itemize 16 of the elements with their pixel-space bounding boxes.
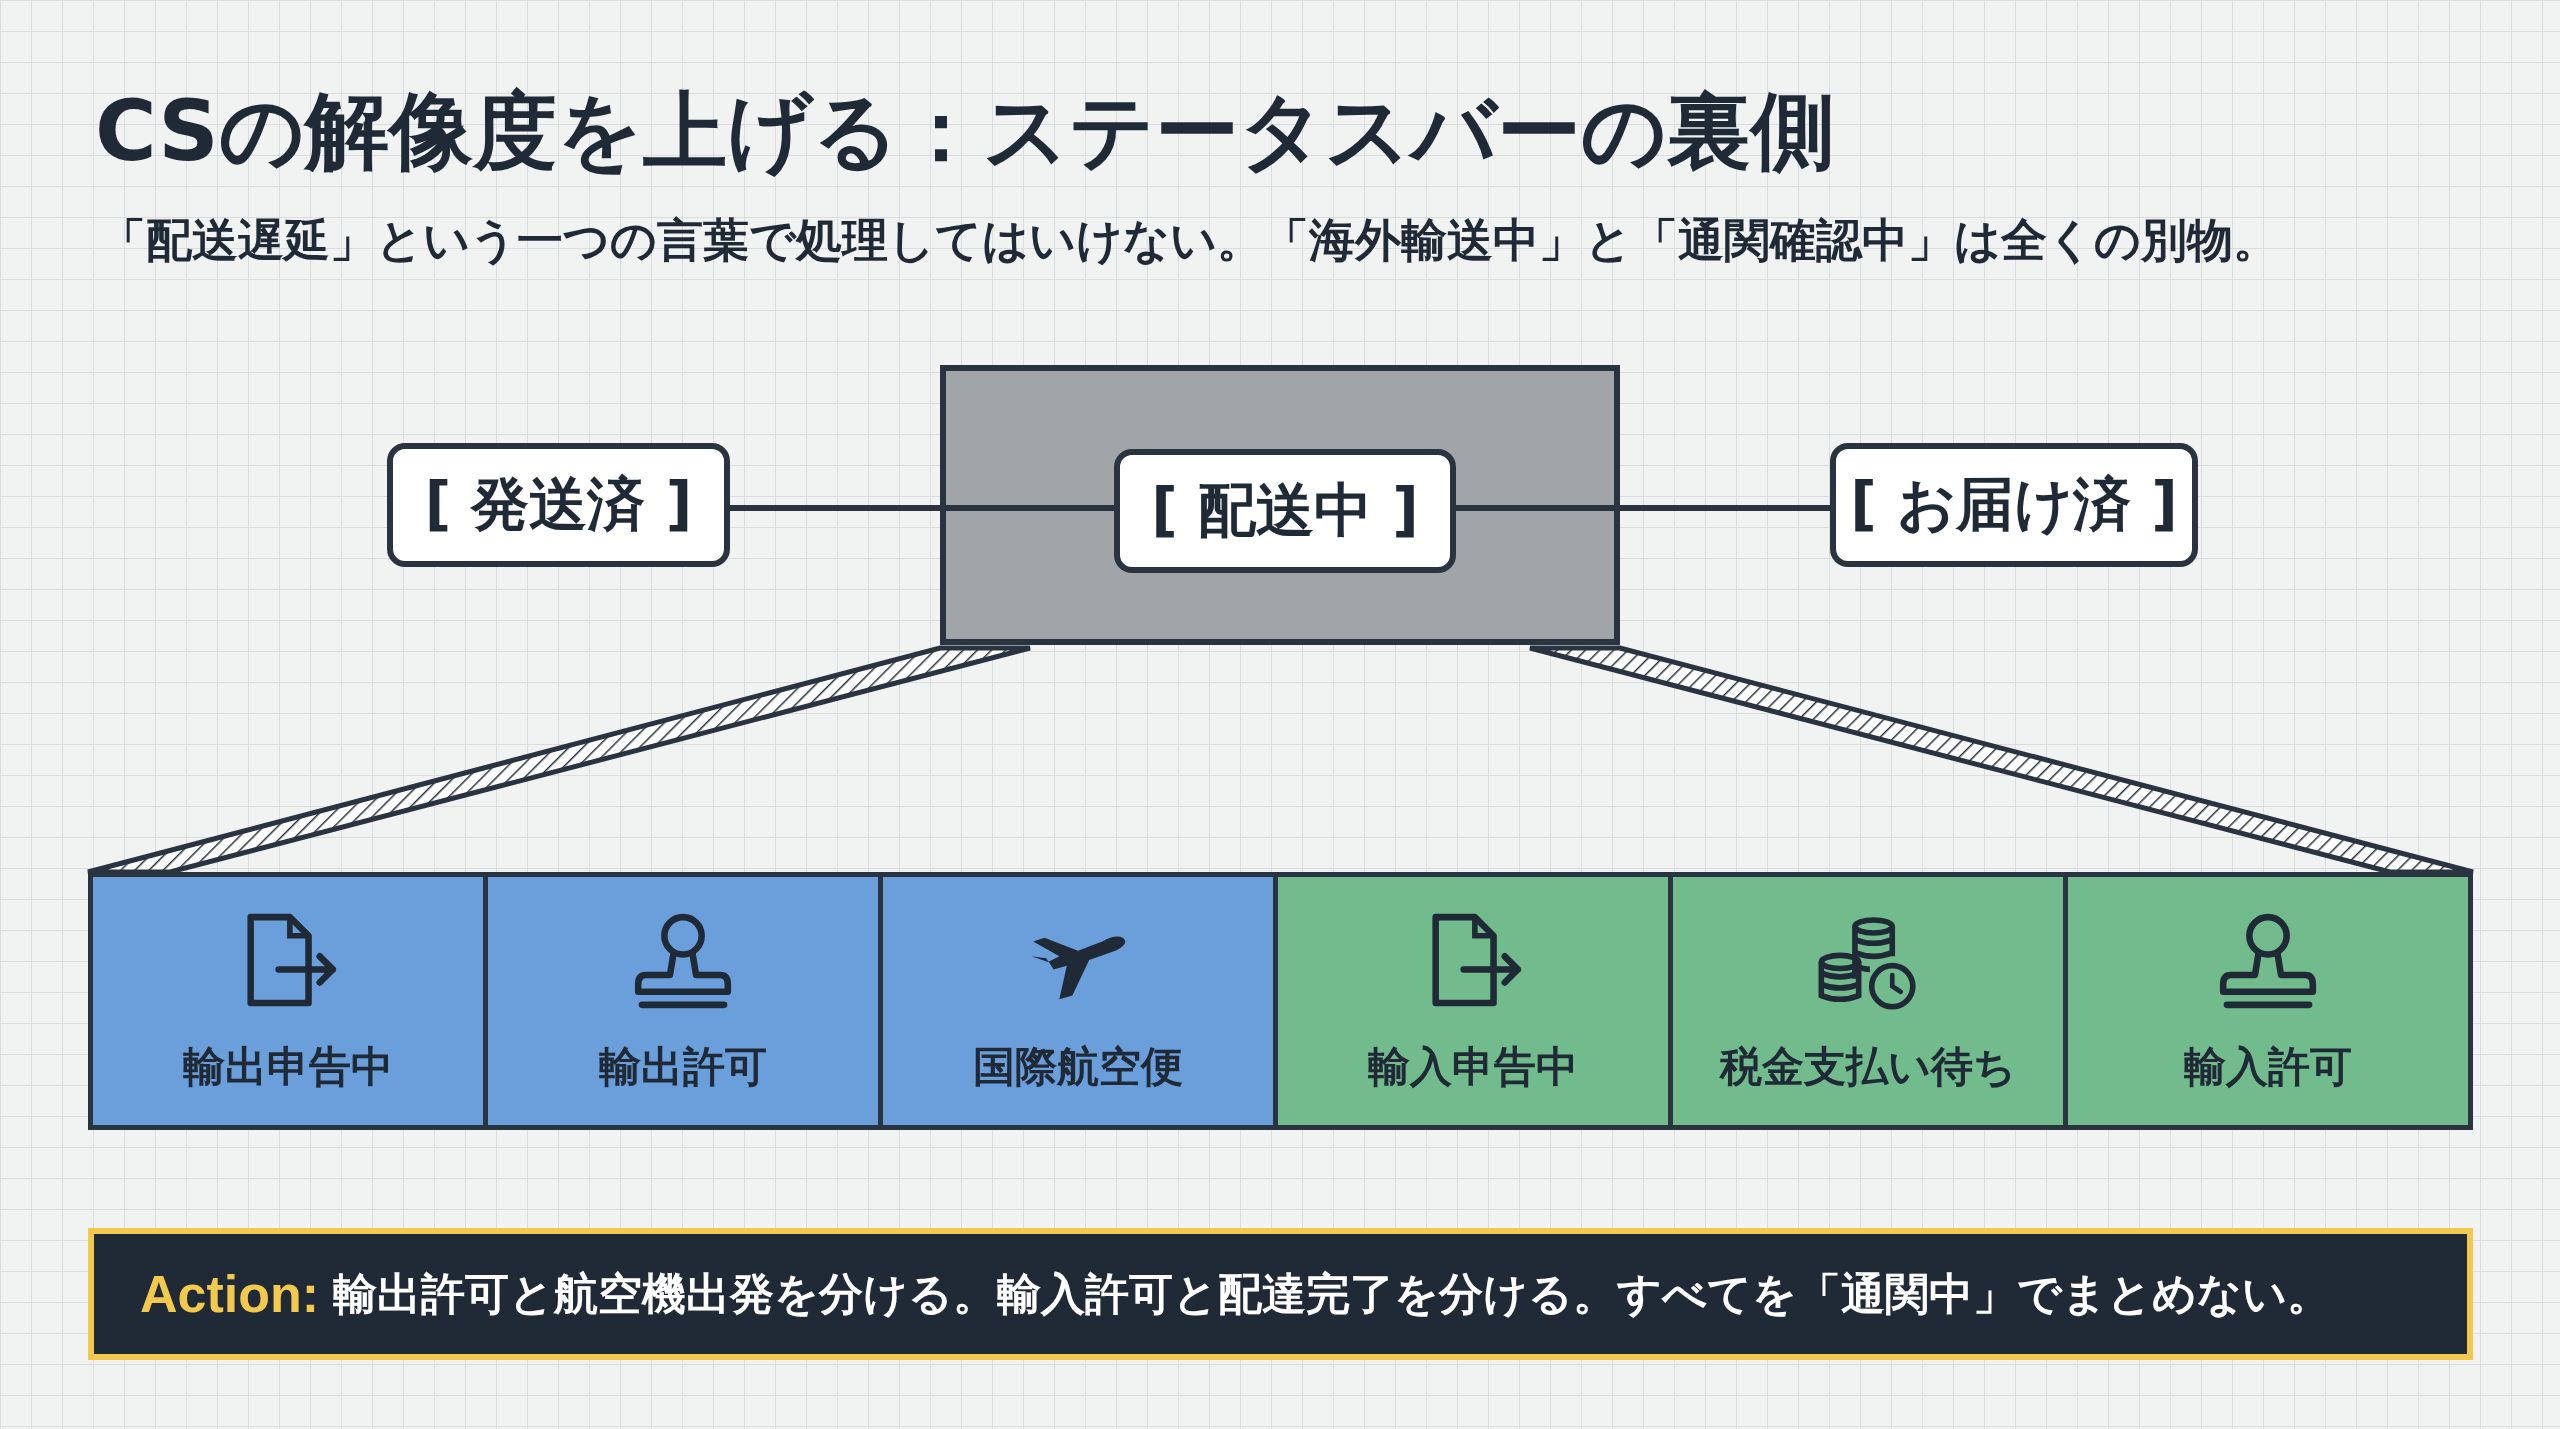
connector-line [1456,505,1830,511]
cell-label: 国際航空便 [973,1041,1183,1093]
cell-label: 輸出申告中 [183,1041,393,1093]
status-box: [ 発送済 ] [387,443,730,567]
action-label: Action: [140,1264,320,1324]
zoom-frame [940,365,1620,645]
cell-label: 輸入申告中 [1368,1041,1578,1093]
subtitle: 「配送遅延」という一つの言葉で処理してはいけない。「海外輸送中」と「通関確認中」は全くの別物。 [100,212,2279,269]
status-box: [ 配送中 ] [1114,449,1456,573]
action-text: 輸出許可と航空機出発を分ける。輸入許可と配達完了を分ける。すべてを「通関中」でまとめない。 [333,1266,2332,1321]
connector-line [730,505,1114,511]
cell-label: 輸出許可 [599,1041,767,1093]
cell-label: 輸入許可 [2184,1041,2352,1093]
title: CSの解像度を上げる：ステータスバーの裏側 [95,81,1835,182]
cell-label: 税金支払い待ち [1720,1041,2016,1093]
status-box: [ お届け済 ] [1830,443,2198,567]
